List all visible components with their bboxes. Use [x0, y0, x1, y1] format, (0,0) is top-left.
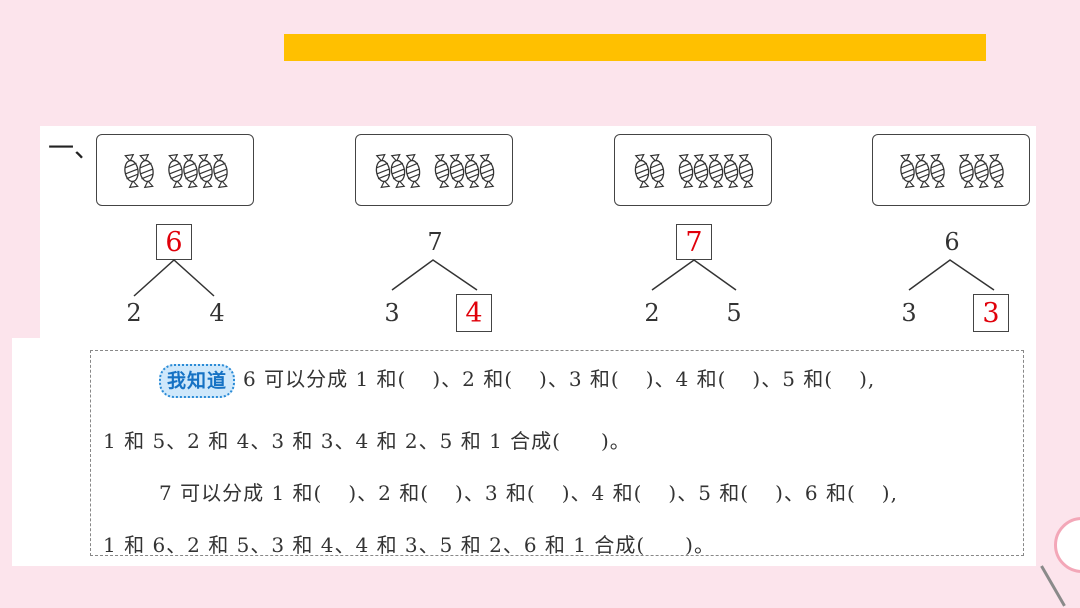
note-text: )、4 和( [645, 367, 727, 391]
note-text: 1 和 6、2 和 5、3 和 4、4 和 3、5 和 2、6 和 1 合成( [103, 533, 646, 557]
branch-lines [391, 259, 478, 291]
note-text: )、4 和( [561, 481, 643, 505]
candy-icon [405, 153, 421, 189]
candy-icon [723, 153, 739, 189]
candy-icon [390, 153, 406, 189]
candy-icon [678, 153, 694, 189]
candy-icon [449, 153, 465, 189]
candy-icon [900, 153, 915, 189]
note-text: )。 [600, 429, 631, 453]
whole-number: 6 [944, 228, 960, 256]
note-text: )、5 和( [668, 481, 750, 505]
candy-icon [634, 153, 754, 189]
whole-number: 7 [427, 228, 443, 256]
part-number-b: 5 [726, 299, 742, 327]
part-number-a: 2 [644, 299, 660, 327]
decomposition-group-1: 6 2 4 [96, 134, 286, 334]
branch-lines [133, 258, 215, 297]
candy-icon [213, 153, 228, 189]
candy-icon [375, 153, 391, 189]
knowledge-box: 我知道 6 可以分成 1 和( )、2 和( )、3 和( )、4 和( )、5 和(),… [90, 350, 1024, 558]
note-text: ), [859, 367, 876, 391]
candy-box [872, 134, 1030, 206]
title-banner [284, 34, 986, 61]
candy-icon [634, 153, 650, 189]
candy-icon [139, 153, 154, 189]
whole-number: 7 [676, 224, 712, 260]
part-number-a: 3 [901, 299, 917, 327]
branch-lines [908, 259, 995, 291]
note-line-4: 1 和 6、2 和 5、3 和 4、4 和 3、5 和 2、6 和 1 合成()… [103, 529, 715, 558]
candy-icon [183, 153, 198, 189]
section-number: 一、 [48, 134, 101, 164]
decomposition-group-4: 6 3 3 [872, 134, 1062, 334]
candy-box [355, 134, 513, 206]
candy-icon [649, 153, 665, 189]
candy-icon [198, 153, 213, 189]
candy-icon [708, 153, 724, 189]
part-number-b: 4 [456, 294, 492, 332]
part-number-b: 3 [973, 294, 1009, 332]
decomposition-group-3: 7 2 5 [614, 134, 804, 334]
candy-icon [900, 153, 1004, 189]
note-text: )、5 和( [752, 367, 834, 391]
part-number-a: 2 [126, 299, 142, 327]
candy-box [96, 134, 254, 206]
note-text: )、2 和( [432, 367, 514, 391]
candy-icon [124, 153, 228, 189]
candy-icon [124, 153, 139, 189]
note-text: )。 [685, 533, 715, 557]
candy-box [614, 134, 772, 206]
note-text: )、3 和( [539, 367, 620, 391]
note-text: 7 可以分成 1 和( [159, 481, 323, 505]
candy-icon [464, 153, 480, 189]
note-text: 6 可以分成 1 和( [243, 367, 407, 391]
candy-icon [168, 153, 183, 189]
decorative-circle [1054, 517, 1080, 573]
know-badge: 我知道 [159, 363, 236, 398]
candy-icon [479, 153, 495, 189]
candy-icon [974, 153, 989, 189]
candy-icon [693, 153, 709, 189]
note-text: )、2 和( [348, 481, 430, 505]
part-number-a: 3 [384, 299, 400, 327]
decomposition-group-2: 7 3 4 [355, 134, 545, 334]
note-text: 1 和 5、2 和 4、3 和 3、4 和 2、5 和 1 合成( [103, 429, 561, 453]
candy-icon [989, 153, 1004, 189]
branch-lines [651, 259, 737, 291]
part-number-b: 4 [209, 299, 225, 327]
candy-icon [915, 153, 930, 189]
note-text: ), [881, 481, 898, 505]
candy-icon [738, 153, 754, 189]
candy-icon [434, 153, 450, 189]
candy-icon [930, 153, 945, 189]
note-line-3: 7 可以分成 1 和( )、2 和( )、3 和( )、4 和( )、5 和( )、6 和… [159, 477, 898, 506]
note-line-1: 我知道 6 可以分成 1 和( )、2 和( )、3 和( )、4 和( )、5 和(), [159, 363, 875, 398]
candy-icon [375, 153, 495, 189]
note-text: )、3 和( [455, 481, 536, 505]
whole-number: 6 [156, 224, 192, 260]
candy-icon [959, 153, 974, 189]
note-text: )、6 和( [775, 481, 856, 505]
decorative-line [1040, 565, 1066, 607]
note-line-2: 1 和 5、2 和 4、3 和 3、4 和 2、5 和 1 合成( )。 [103, 425, 631, 454]
